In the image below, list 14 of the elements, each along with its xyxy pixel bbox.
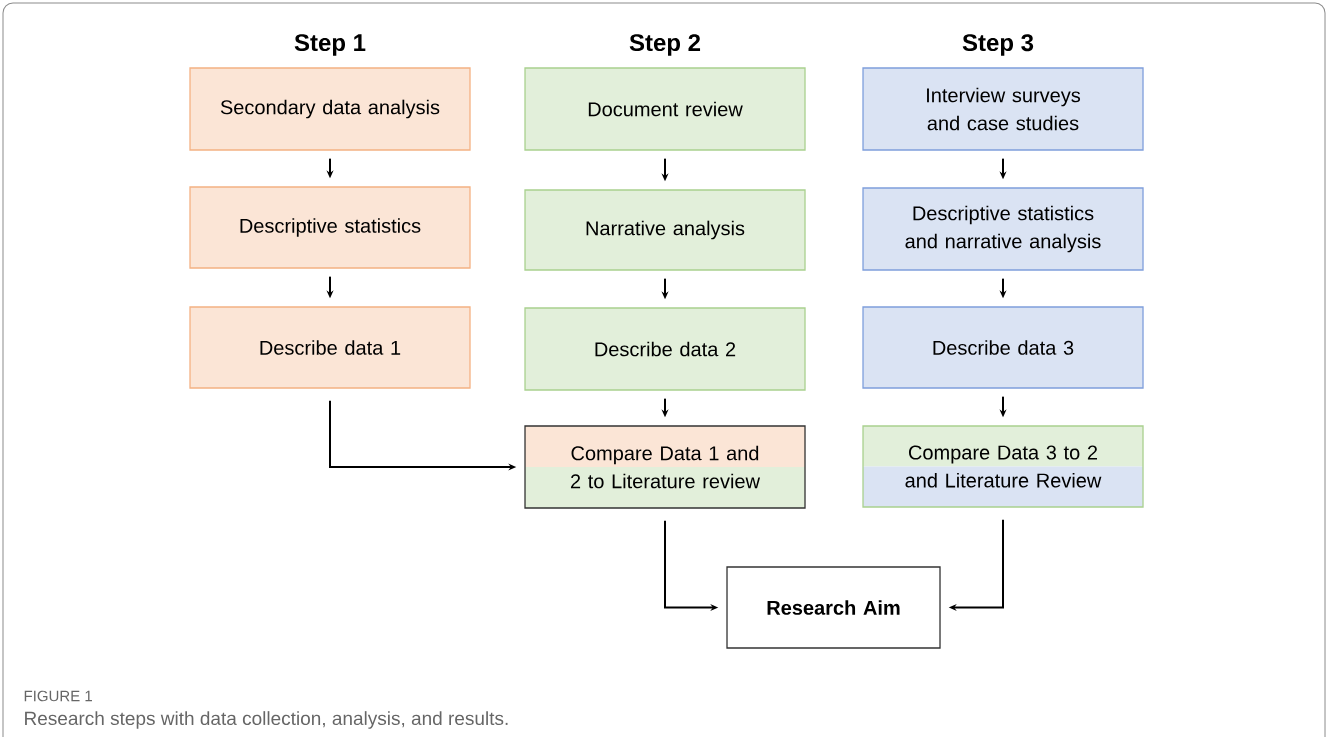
- process-box: Compare Data 3 to 2 and Literature Review: [862, 425, 1144, 508]
- process-box: Research Aim: [726, 566, 941, 649]
- process-box: Descriptive statistics: [189, 186, 471, 269]
- process-box: Document review: [524, 67, 806, 151]
- process-box: Narrative analysis: [524, 189, 806, 271]
- process-box: Describe data 1: [189, 306, 471, 389]
- process-box: Describe data 2: [524, 307, 806, 391]
- process-box: Descriptive statistics and narrative analysis: [862, 187, 1144, 271]
- process-box: Secondary data analysis: [189, 67, 471, 151]
- process-box: Interview surveys and case studies: [862, 67, 1144, 151]
- process-box: Describe data 3: [862, 306, 1144, 389]
- caption: Research steps with data collection, analysis, and results.: [25, 711, 508, 729]
- figure-number: FIGURE 1: [24, 690, 92, 702]
- process-box: Compare Data 1 and 2 to Literature review: [524, 425, 806, 509]
